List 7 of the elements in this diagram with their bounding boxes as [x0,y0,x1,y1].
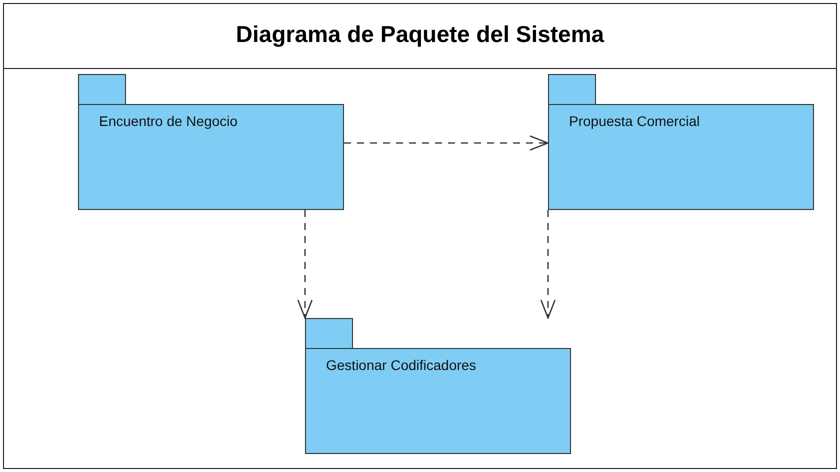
dependency-arrow [344,135,549,151]
dependency-arrow [297,210,313,319]
diagram-title: Diagrama de Paquete del Sistema [234,21,606,48]
package-name: Gestionar Codificadores [326,357,476,373]
dependency-arrow [540,210,556,319]
package-name: Encuentro de Negocio [99,113,238,129]
package-name: Propuesta Comercial [569,113,700,129]
